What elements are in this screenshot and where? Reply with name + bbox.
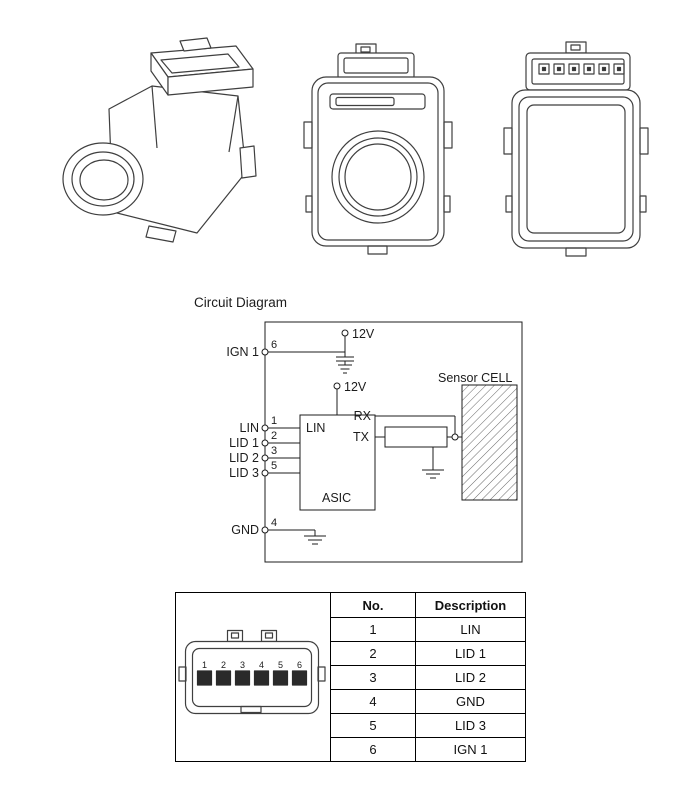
connector-pin-4: 4	[259, 660, 264, 670]
table-row: 5 LID 3	[330, 713, 526, 738]
circuit-diagram-figure: Circuit Diagram	[194, 295, 523, 563]
label-asic: ASIC	[322, 491, 351, 505]
pin-number-cell: 1	[330, 617, 416, 642]
label-gnd: GND	[231, 523, 259, 537]
table-row: 3 LID 2	[330, 665, 526, 690]
pin-terminal-icon	[261, 439, 269, 447]
driver-block	[384, 426, 448, 448]
sensor-view-front	[303, 43, 453, 255]
pin-number-cell: 4	[330, 689, 416, 714]
table-row: 6 IGN 1	[330, 737, 526, 762]
table-row: 1 LIN	[330, 617, 526, 642]
mount-bracket	[239, 145, 257, 179]
label-lid2: LID 2	[229, 451, 259, 465]
label-lin: LIN	[240, 421, 259, 435]
connector-pin-3: 3	[240, 660, 245, 670]
col-header-description: Description	[415, 592, 526, 618]
connector-pinout-figure: 1 2 3 4 5 6	[178, 629, 326, 715]
label-12v-top: 12V	[352, 327, 375, 341]
pin-assignment-table: No. Description 1 LIN 2 LID 1 3 LID 2 4 …	[330, 592, 526, 762]
table-row: 2 LID 1	[330, 641, 526, 666]
ground-symbol	[422, 447, 444, 479]
cell-terminal-icon	[451, 433, 459, 441]
label-ign1: IGN 1	[226, 345, 259, 359]
pin-description-cell: LID 3	[415, 713, 526, 738]
supply-terminal-icon	[341, 329, 349, 337]
label-sensor-cell: Sensor CELL	[438, 371, 512, 385]
label-lin-inner: LIN	[306, 421, 325, 435]
connector-pin-1: 1	[202, 660, 207, 670]
pin-number-cell: 2	[330, 641, 416, 666]
pin-description-cell: GND	[415, 689, 526, 714]
connector-cavities	[196, 670, 308, 686]
connector-pin-numbers: 1 2 3 4 5 6	[202, 660, 302, 670]
pin-number-1: 1	[271, 415, 277, 427]
pin-number-2: 2	[271, 430, 277, 442]
pin-number-4: 4	[271, 517, 277, 529]
table-row: 4 GND	[330, 689, 526, 714]
asic-block	[299, 414, 376, 511]
pin-description-cell: LIN	[415, 617, 526, 642]
sensor-cell-block	[461, 384, 518, 501]
pin-number-6: 6	[271, 339, 277, 351]
pin-terminal-icon	[261, 454, 269, 462]
label-12v-inner: 12V	[344, 380, 367, 394]
connector-terminals	[538, 63, 625, 75]
pin-terminal-icon	[261, 469, 269, 477]
pin-terminal-icon	[261, 424, 269, 432]
ground-symbol	[304, 530, 326, 545]
pin-terminal-icon	[261, 526, 269, 534]
pin-description-cell: IGN 1	[415, 737, 526, 762]
connector-latch	[179, 37, 212, 52]
pin-description-cell: LID 2	[415, 665, 526, 690]
connector-pin-2: 2	[221, 660, 226, 670]
transducer-face	[62, 142, 144, 216]
pin-number-cell: 6	[330, 737, 416, 762]
supply-terminal-icon	[333, 382, 341, 390]
label-tx: TX	[353, 430, 370, 444]
pin-number-5: 5	[271, 460, 277, 472]
connector-pin-6: 6	[297, 660, 302, 670]
pin-terminal-icon	[261, 348, 269, 356]
pin-description-cell: LID 1	[415, 641, 526, 666]
pin-number-cell: 3	[330, 665, 416, 690]
sensor-view-perspective	[62, 37, 257, 243]
label-lid3: LID 3	[229, 466, 259, 480]
table-header-row: No. Description	[330, 592, 526, 618]
label-lid1: LID 1	[229, 436, 259, 450]
col-header-no: No.	[330, 592, 416, 618]
pin-number-cell: 5	[330, 713, 416, 738]
circuit-title: Circuit Diagram	[194, 295, 287, 310]
pin-number-3: 3	[271, 445, 277, 457]
sensor-views-figure	[62, 37, 649, 257]
label-rx: RX	[354, 409, 372, 423]
transducer-face-front	[331, 130, 425, 224]
sensor-view-rear	[503, 41, 649, 257]
capacitor-ground-symbol	[336, 356, 354, 374]
connector-pin-5: 5	[278, 660, 283, 670]
